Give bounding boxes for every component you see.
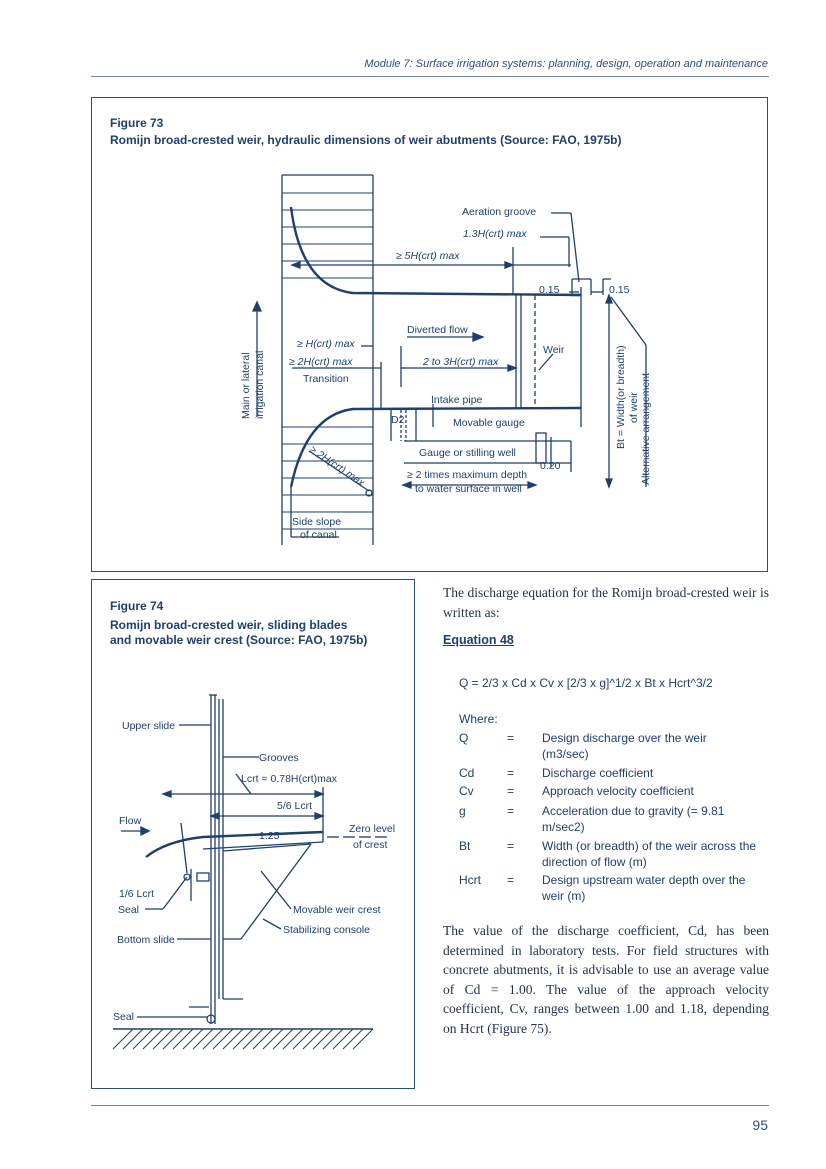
label-side-slope-2: of canal <box>300 529 337 541</box>
label-seal-top: Seal <box>118 904 139 916</box>
def-sym: Cv <box>459 784 474 798</box>
page-number: 95 <box>752 1117 768 1133</box>
label-2-to-3h: 2 to 3H(crt) max <box>422 356 499 368</box>
def-eq: = <box>507 766 515 780</box>
figure-74-box <box>91 579 415 1089</box>
equation: Q = 2/3 x Cd x Cv x [2/3 x g]^1/2 x Bt x… <box>459 676 713 690</box>
def-desc: Discharge coefficient <box>542 766 654 780</box>
figure-73-diagram: Aeration groove 1.3H(crt) max ≥ 5H(crt) … <box>240 174 652 545</box>
label-015-left: 0.15 <box>539 284 560 296</box>
label-bt-1: Bt = Width(or breadth) <box>615 345 627 449</box>
figure-74-title-line1: Romijn broad-crested weir, sliding blade… <box>110 618 348 632</box>
label-ge2h: ≥ 2H(crt) max <box>289 356 353 368</box>
label-side-slope-1: Side slope <box>292 516 341 528</box>
label-slope: 1:25 <box>259 830 280 842</box>
def-eq: = <box>507 873 515 887</box>
label-1-3h: 1.3H(crt) max <box>463 228 527 240</box>
label-upper-slide: Upper slide <box>122 720 175 732</box>
label-015-right: 0.15 <box>609 284 630 296</box>
figure-73-box <box>91 97 768 572</box>
def-eq: = <box>507 731 515 745</box>
label-gauge-well: Gauge or stilling well <box>419 447 516 459</box>
label-geh: ≥ H(crt) max <box>297 338 355 350</box>
label-5h: ≥ 5H(crt) max <box>396 250 460 262</box>
label-lcrt: Lcrt = 0.78H(crt)max <box>241 773 338 785</box>
body-paragraph: The value of the discharge coefficient, … <box>443 923 769 1036</box>
def-sym: Bt <box>459 839 471 853</box>
label-canal-2: irrigation canal <box>254 351 266 419</box>
def-eq: = <box>507 804 515 818</box>
def-desc: Design discharge over the weir (m3/sec) <box>542 731 707 761</box>
def-sym: g <box>459 804 466 818</box>
label-020: 0.20 <box>540 460 561 472</box>
def-sym: Hcrt <box>459 873 481 887</box>
figure-73-label: Figure 73 <box>110 116 164 130</box>
label-intake-pipe: Intake pipe <box>431 394 483 406</box>
figure-74-label: Figure 74 <box>110 599 164 613</box>
label-depth-2: to water surface in well <box>415 483 522 495</box>
def-sym: Cd <box>459 766 475 780</box>
def-eq: = <box>507 839 515 853</box>
label-zero-2: of crest <box>353 839 388 851</box>
label-movable-crest: Movable weir crest <box>293 904 381 916</box>
label-five-six: 5/6 Lcrt <box>277 800 312 812</box>
label-aeration-groove: Aeration groove <box>462 206 536 218</box>
label-transition: Transition <box>303 373 349 385</box>
def-desc: Design upstream water depth over the wei… <box>542 873 746 903</box>
label-ge2h-diag: ≥ 2H(crt) max <box>307 444 367 490</box>
label-canal-1: Main or lateral <box>240 352 252 419</box>
label-stabilizing: Stabilizing console <box>283 924 370 936</box>
label-depth-1: ≥ 2 times maximum depth <box>407 469 527 481</box>
def-eq: = <box>507 784 515 798</box>
label-weir: Weir <box>543 344 565 356</box>
label-seal-bottom: Seal <box>113 1011 134 1023</box>
label-flow: Flow <box>119 815 142 827</box>
header-rule <box>91 76 769 77</box>
figure-74-title-line2: and movable weir crest (Source: FAO, 197… <box>110 633 368 647</box>
where-label: Where: <box>459 712 498 726</box>
def-sym: Q <box>459 731 469 745</box>
label-bt-2: of weir <box>628 392 640 423</box>
def-desc: Approach velocity coefficient <box>542 784 694 798</box>
label-one-six: 1/6 Lcrt <box>119 888 154 900</box>
label-movable-gauge: Movable gauge <box>453 417 525 429</box>
label-alternative: Alternative arrangement <box>640 373 652 485</box>
figure-73-title: Romijn broad-crested weir, hydraulic dim… <box>110 133 622 147</box>
equation-title: Equation 48 <box>443 633 514 647</box>
def-desc: Acceleration due to gravity (= 9.81 m/se… <box>542 804 725 834</box>
label-grooves: Grooves <box>259 752 299 764</box>
label-bottom-slide: Bottom slide <box>117 934 175 946</box>
figure-74-diagram: Upper slide Grooves Lcrt = 0.78H(crt)max… <box>112 694 395 1050</box>
def-desc: Width (or breadth) of the weir across th… <box>542 839 757 869</box>
label-d2: D2 <box>391 414 405 426</box>
footer-rule <box>91 1105 769 1106</box>
label-diverted-flow: Diverted flow <box>407 324 468 336</box>
running-head: Module 7: Surface irrigation systems: pl… <box>364 58 768 70</box>
label-zero-1: Zero level <box>349 823 395 835</box>
intro-paragraph: The discharge equation for the Romijn br… <box>443 585 769 620</box>
